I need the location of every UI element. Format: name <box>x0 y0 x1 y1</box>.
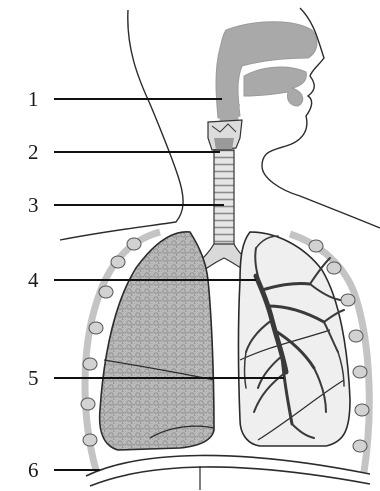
number-labels: 1 2 3 4 5 6 <box>28 87 39 482</box>
label-4: 4 <box>28 268 39 292</box>
label-6: 6 <box>28 458 39 482</box>
diaphragm <box>86 455 370 490</box>
nasal-oral-cavity <box>216 22 317 122</box>
label-5: 5 <box>28 366 39 390</box>
trachea <box>214 150 234 246</box>
larynx <box>208 120 242 150</box>
label-3: 3 <box>28 193 39 217</box>
label-1: 1 <box>28 87 39 111</box>
label-2: 2 <box>28 140 39 164</box>
